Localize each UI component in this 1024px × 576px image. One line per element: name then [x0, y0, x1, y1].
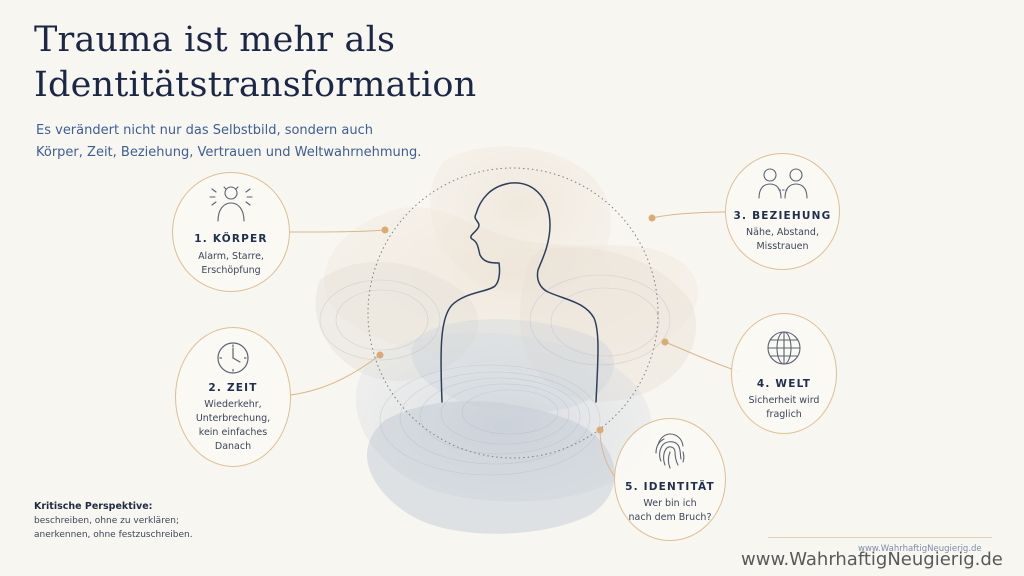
- node-zeit-text: Wiederkehr, Unterbrechung, kein einfache…: [196, 398, 270, 454]
- node-zeit-line-4: Danach: [214, 441, 252, 452]
- node-koerper-title: 1. KÖRPER: [194, 233, 268, 245]
- node-koerper-text: Alarm, Starre, Erschöpfung: [198, 250, 264, 278]
- fingerprint-icon: [655, 433, 685, 469]
- node-beziehung-title: 3. BEZIEHUNG: [733, 210, 832, 222]
- watercolor-blobs: [315, 146, 698, 534]
- node-beziehung-text: Nähe, Abstand, Misstrauen: [746, 226, 819, 254]
- two-people-icon: [757, 168, 808, 199]
- body-alarm-icon: [209, 186, 253, 222]
- node-beziehung: 3. BEZIEHUNG Nähe, Abstand, Misstrauen: [725, 153, 840, 270]
- node-koerper-line-1: Alarm, Starre,: [198, 251, 264, 262]
- connector-dots: [376, 214, 669, 434]
- node-welt-line-2: fraglich: [766, 409, 802, 420]
- node-zeit-line-1: Wiederkehr,: [204, 399, 262, 410]
- title-line-2: Identitätstransformation: [34, 65, 477, 105]
- subtitle-line-1: Es verändert nicht nur das Selbstbild, s…: [36, 123, 374, 138]
- node-welt-text: Sicherheit wird fraglich: [749, 394, 820, 422]
- node-beziehung-line-2: Misstrauen: [756, 241, 809, 252]
- title-line-1: Trauma ist mehr als: [34, 20, 396, 60]
- node-identitaet-line-1: Wer bin ich: [643, 498, 697, 509]
- critical-title: Kritische Perspektive:: [34, 501, 153, 512]
- node-welt: 4. WELT Sicherheit wird fraglich: [731, 313, 837, 434]
- node-welt-line-1: Sicherheit wird: [748, 395, 820, 406]
- node-welt-title: 4. WELT: [756, 378, 812, 390]
- page-title: Trauma ist mehr als Identitätstransforma…: [34, 18, 476, 108]
- subtitle: Es verändert nicht nur das Selbstbild, s…: [36, 120, 421, 164]
- globe-icon: [767, 331, 801, 365]
- node-zeit-line-2: Unterbrechung,: [195, 413, 271, 424]
- node-zeit: 2. ZEIT Wiederkehr, Unterbrechung, kein …: [175, 327, 291, 467]
- node-beziehung-line-1: Nähe, Abstand,: [746, 227, 819, 238]
- subtitle-line-2: Körper, Zeit, Beziehung, Vertrauen und W…: [36, 145, 422, 160]
- node-koerper-line-2: Erschöpfung: [201, 265, 261, 276]
- node-identitaet-title: 5. IDENTITÄT: [625, 481, 715, 493]
- critical-perspective: Kritische Perspektive: beschreiben, ohne…: [34, 500, 193, 542]
- node-identitaet-text: Wer bin ich nach dem Bruch?: [629, 497, 712, 525]
- contour-lines: [319, 274, 671, 476]
- node-identitaet: 5. IDENTITÄT Wer bin ich nach dem Bruch?: [614, 418, 726, 541]
- node-identitaet-line-2: nach dem Bruch?: [628, 512, 712, 523]
- node-zeit-title: 2. ZEIT: [208, 382, 258, 394]
- critical-line-2: anerkennen, ohne festzuschreiben.: [34, 530, 193, 540]
- person-silhouette: [440, 182, 599, 403]
- footer-divider: [768, 537, 992, 538]
- node-koerper: 1. KÖRPER Alarm, Starre, Erschöpfung: [172, 172, 290, 292]
- node-zeit-line-3: kein einfaches: [198, 427, 268, 438]
- dotted-boundary-circle: [367, 167, 659, 459]
- clock-icon: [217, 342, 249, 374]
- critical-line-1: beschreiben, ohne zu verklären;: [34, 516, 179, 526]
- watermark: www.WahrhaftigNeugierig.de: [741, 549, 1003, 570]
- footer-url: www.WahrhaftigNeugierig.de: [858, 544, 982, 554]
